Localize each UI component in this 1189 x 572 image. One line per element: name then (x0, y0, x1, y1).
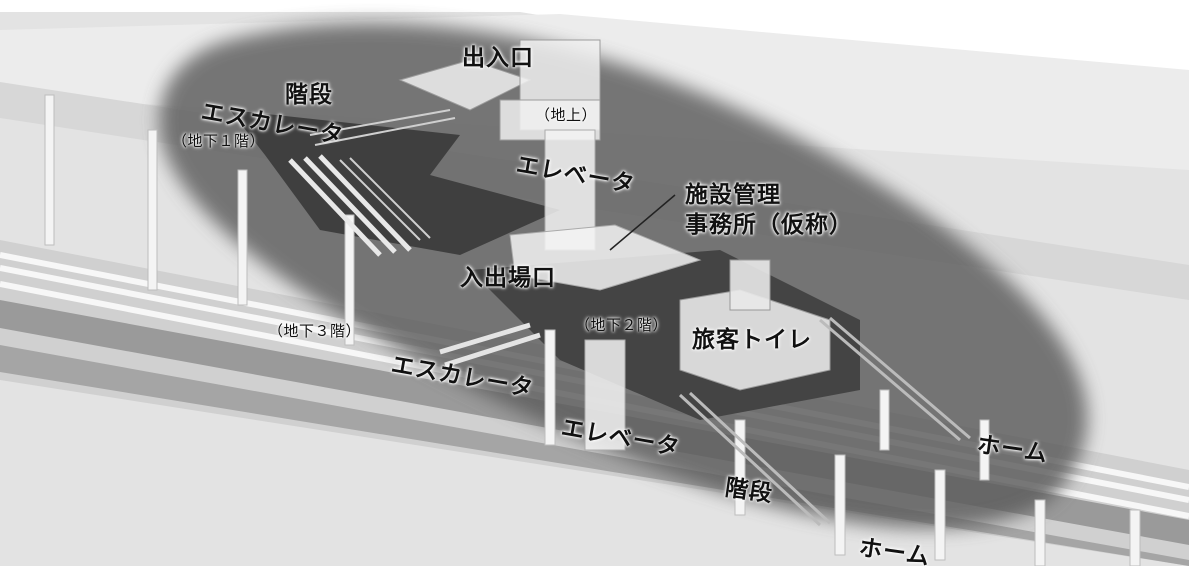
upper-escalator (288, 154, 412, 257)
b2-floor-label: （地下２階） (575, 316, 669, 334)
restroom-label: 旅客トイレ (692, 327, 812, 353)
ticket-gate-label: 入出場口 (460, 265, 556, 291)
b3-floor-label: （地下３階） (268, 322, 362, 340)
facility-office-label-line1: 施設管理 (685, 182, 781, 208)
upper-stairs (309, 109, 456, 241)
ground-level-label: （地上） (535, 106, 598, 124)
b1-floor-label: （地下１階） (172, 132, 266, 150)
restroom-block (679, 259, 831, 391)
facility-office-label-line2: 事務所（仮称） (685, 212, 853, 238)
stairs-lower-label: 階段 (723, 474, 775, 508)
entrance-label: 出入口 (462, 45, 534, 71)
upper-elevator-shaft (509, 129, 702, 291)
b1-floor-slab (230, 110, 560, 255)
platform-stairs-right (819, 316, 971, 442)
stairs-upper-label: 階段 (285, 82, 333, 108)
support-columns (44, 94, 1141, 566)
facility-office-leader (609, 194, 676, 251)
lower-elevator-shaft (584, 339, 626, 451)
lower-escalator (439, 322, 541, 368)
platform-stairs-lower (678, 391, 832, 527)
